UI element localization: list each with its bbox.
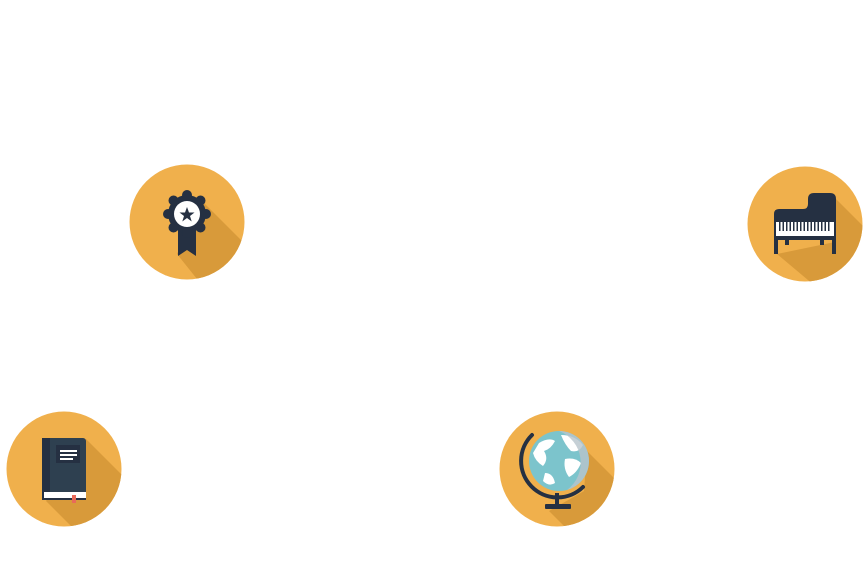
award-ribbon-icon [129, 164, 245, 280]
book-icon [6, 411, 122, 527]
grand-piano-icon [747, 166, 863, 282]
globe-icon [499, 411, 615, 527]
